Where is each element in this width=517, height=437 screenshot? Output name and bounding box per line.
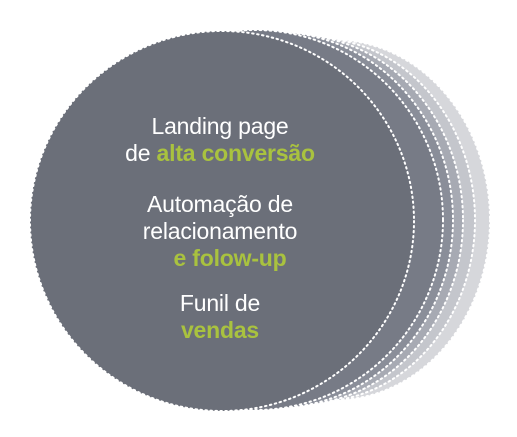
landing-page-label: Landing page de alta conversão xyxy=(70,113,370,167)
sales-funnel-label: Funil de vendas xyxy=(70,290,370,344)
landing-page-prefix: de xyxy=(125,140,157,166)
funnel-line2: vendas xyxy=(180,317,260,343)
landing-page-line2: de alta conversão xyxy=(70,140,370,167)
funnel-line1: Funil de xyxy=(179,290,261,316)
automation-label: Automação de relacionamento e folow-up xyxy=(70,191,370,272)
automation-line2: relacionamento xyxy=(142,218,298,244)
automation-line1: Automação de xyxy=(147,191,293,217)
automation-line3: e folow-up xyxy=(173,245,287,271)
landing-page-accent: alta conversão xyxy=(156,140,315,166)
front-disc xyxy=(29,30,415,412)
landing-page-line1: Landing page xyxy=(151,113,289,139)
